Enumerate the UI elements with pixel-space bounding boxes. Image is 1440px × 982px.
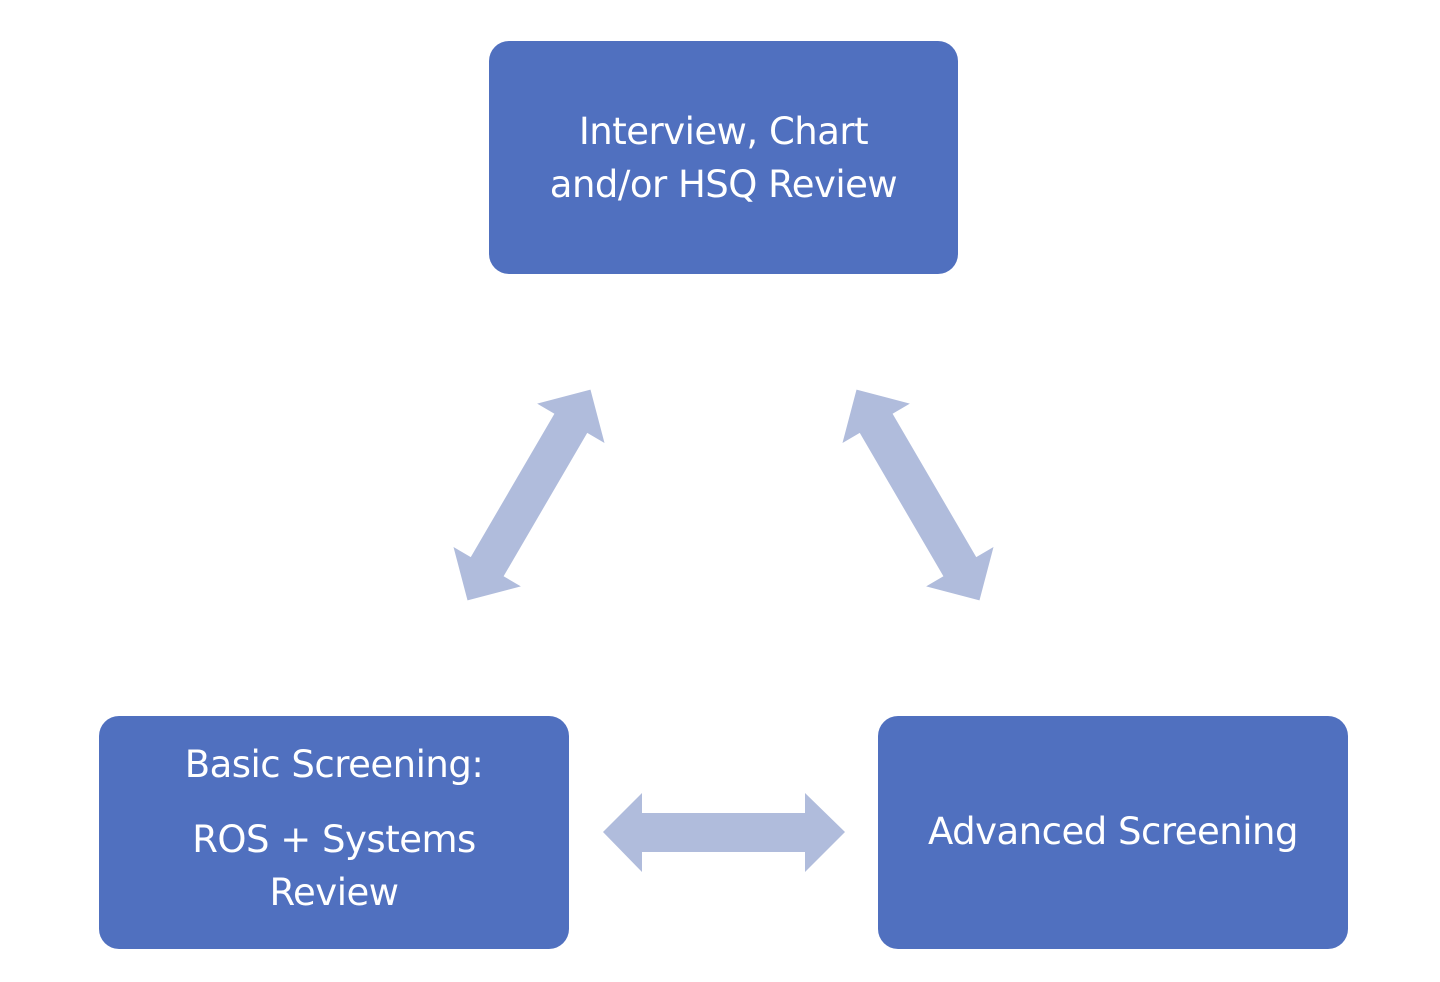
node-top-line-2: and/or HSQ Review	[549, 162, 898, 206]
node-basic-screening: Basic Screening: ROS + Systems Review	[99, 716, 569, 949]
arrow-basic-top	[453, 389, 605, 601]
arrow-top-advanced	[842, 389, 994, 601]
node-advanced-screening: Advanced Screening	[878, 716, 1348, 949]
node-top-line-1: Interview, Chart	[578, 109, 869, 153]
node-left-line-1: Basic Screening:	[184, 743, 484, 786]
arrow-basic-advanced	[603, 793, 845, 872]
node-interview-chart-hsq-review: Interview, Chart and/or HSQ Review	[489, 41, 958, 274]
node-left-line-3: Review	[269, 871, 399, 914]
node-left-line-2: ROS + Systems	[192, 818, 476, 861]
node-right-line-1: Advanced Screening	[928, 810, 1298, 853]
